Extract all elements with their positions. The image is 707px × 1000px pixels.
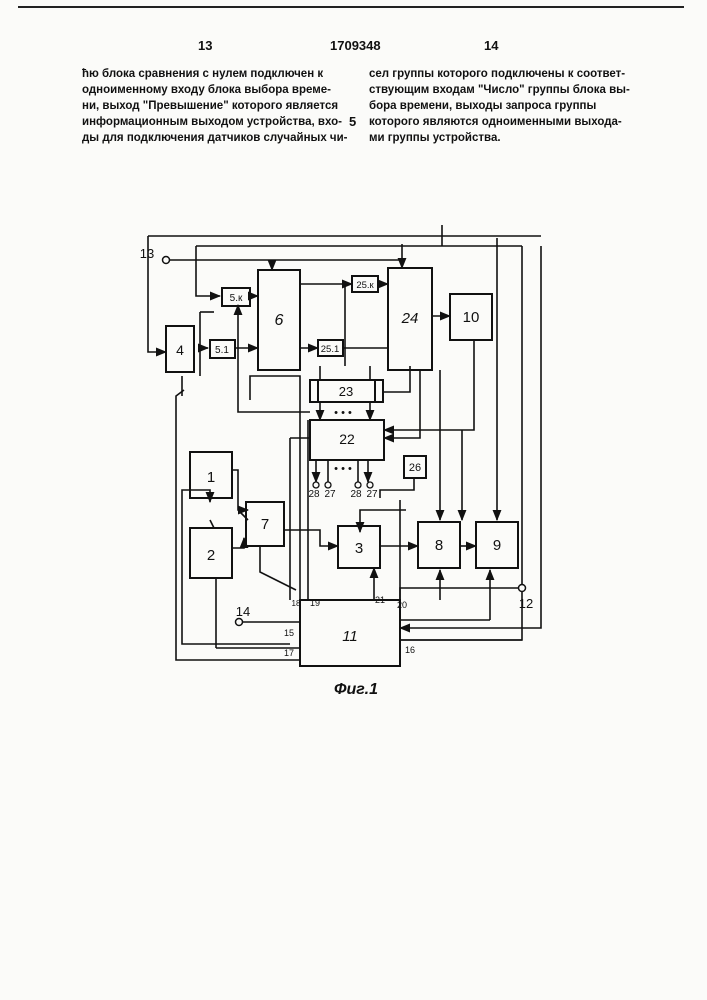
figure-caption: Фиг.1	[334, 681, 378, 698]
port-19-label: 19	[310, 598, 320, 608]
sensor-input-28b	[355, 482, 361, 488]
block-5-1-label: 5.1	[215, 345, 229, 356]
block-11: 11	[300, 600, 400, 666]
ellipsis-upper: • • •	[334, 407, 352, 419]
terminal-12-label: 12	[519, 596, 533, 611]
ellipsis-lower: • • •	[334, 463, 352, 475]
port-17-label: 17	[284, 648, 294, 658]
block-24: 24	[388, 268, 432, 370]
terminal-12	[519, 585, 526, 592]
block-9: 9	[476, 522, 518, 568]
sensor-label-28b: 28	[350, 489, 362, 500]
block-5-1: 5.1	[210, 340, 235, 358]
block-8-label: 8	[435, 537, 443, 554]
terminal-14-label: 14	[236, 604, 250, 619]
block-9-label: 9	[493, 537, 501, 554]
block-7: 7	[246, 502, 284, 546]
block-10-label: 10	[463, 309, 480, 326]
sensor-label-27b: 27	[366, 489, 378, 500]
block-23: 23	[310, 380, 383, 402]
port-16-label: 16	[405, 645, 415, 655]
block-1-label: 1	[207, 469, 215, 486]
block-4: 4	[166, 326, 194, 372]
block-25-1: 25.1	[318, 340, 343, 356]
port-15-label: 15	[284, 628, 294, 638]
block-23-label: 23	[339, 384, 353, 399]
block-6-label: 6	[275, 312, 284, 329]
block-7-label: 7	[261, 516, 269, 533]
block-10: 10	[450, 294, 492, 340]
block-24-label: 24	[401, 310, 419, 327]
block-22-label: 22	[339, 431, 355, 447]
sensor-input-28a	[313, 482, 319, 488]
block-25k: 25.к	[352, 276, 378, 292]
terminal-13	[163, 257, 170, 264]
block-2: 2	[190, 528, 232, 578]
block-2-label: 2	[207, 547, 215, 564]
sensor-input-27b	[367, 482, 373, 488]
block-6: 6	[258, 270, 300, 370]
block-3-label: 3	[355, 540, 363, 557]
sensor-label-27a: 27	[324, 489, 336, 500]
block-5k-label: 5.к	[230, 293, 243, 304]
port-21-label: 21	[375, 595, 385, 605]
block-3: 3	[338, 526, 380, 568]
block-8: 8	[418, 522, 460, 568]
block-4-label: 4	[176, 342, 184, 358]
block-26-label: 26	[409, 462, 421, 474]
block-26: 26	[404, 456, 426, 478]
block-5k: 5.к	[222, 288, 250, 306]
block-1: 1	[190, 452, 232, 498]
sensor-label-28a: 28	[308, 489, 320, 500]
port-18-label: 18	[292, 599, 301, 608]
block-25-1-label: 25.1	[321, 344, 340, 355]
terminal-14	[236, 619, 243, 626]
block-11-label: 11	[342, 628, 358, 645]
block-22: 22	[310, 420, 384, 460]
port-20-label: 20	[397, 600, 407, 610]
sensor-input-27a	[325, 482, 331, 488]
terminal-13-label: 13	[140, 246, 154, 261]
block-25k-label: 25.к	[356, 280, 374, 291]
